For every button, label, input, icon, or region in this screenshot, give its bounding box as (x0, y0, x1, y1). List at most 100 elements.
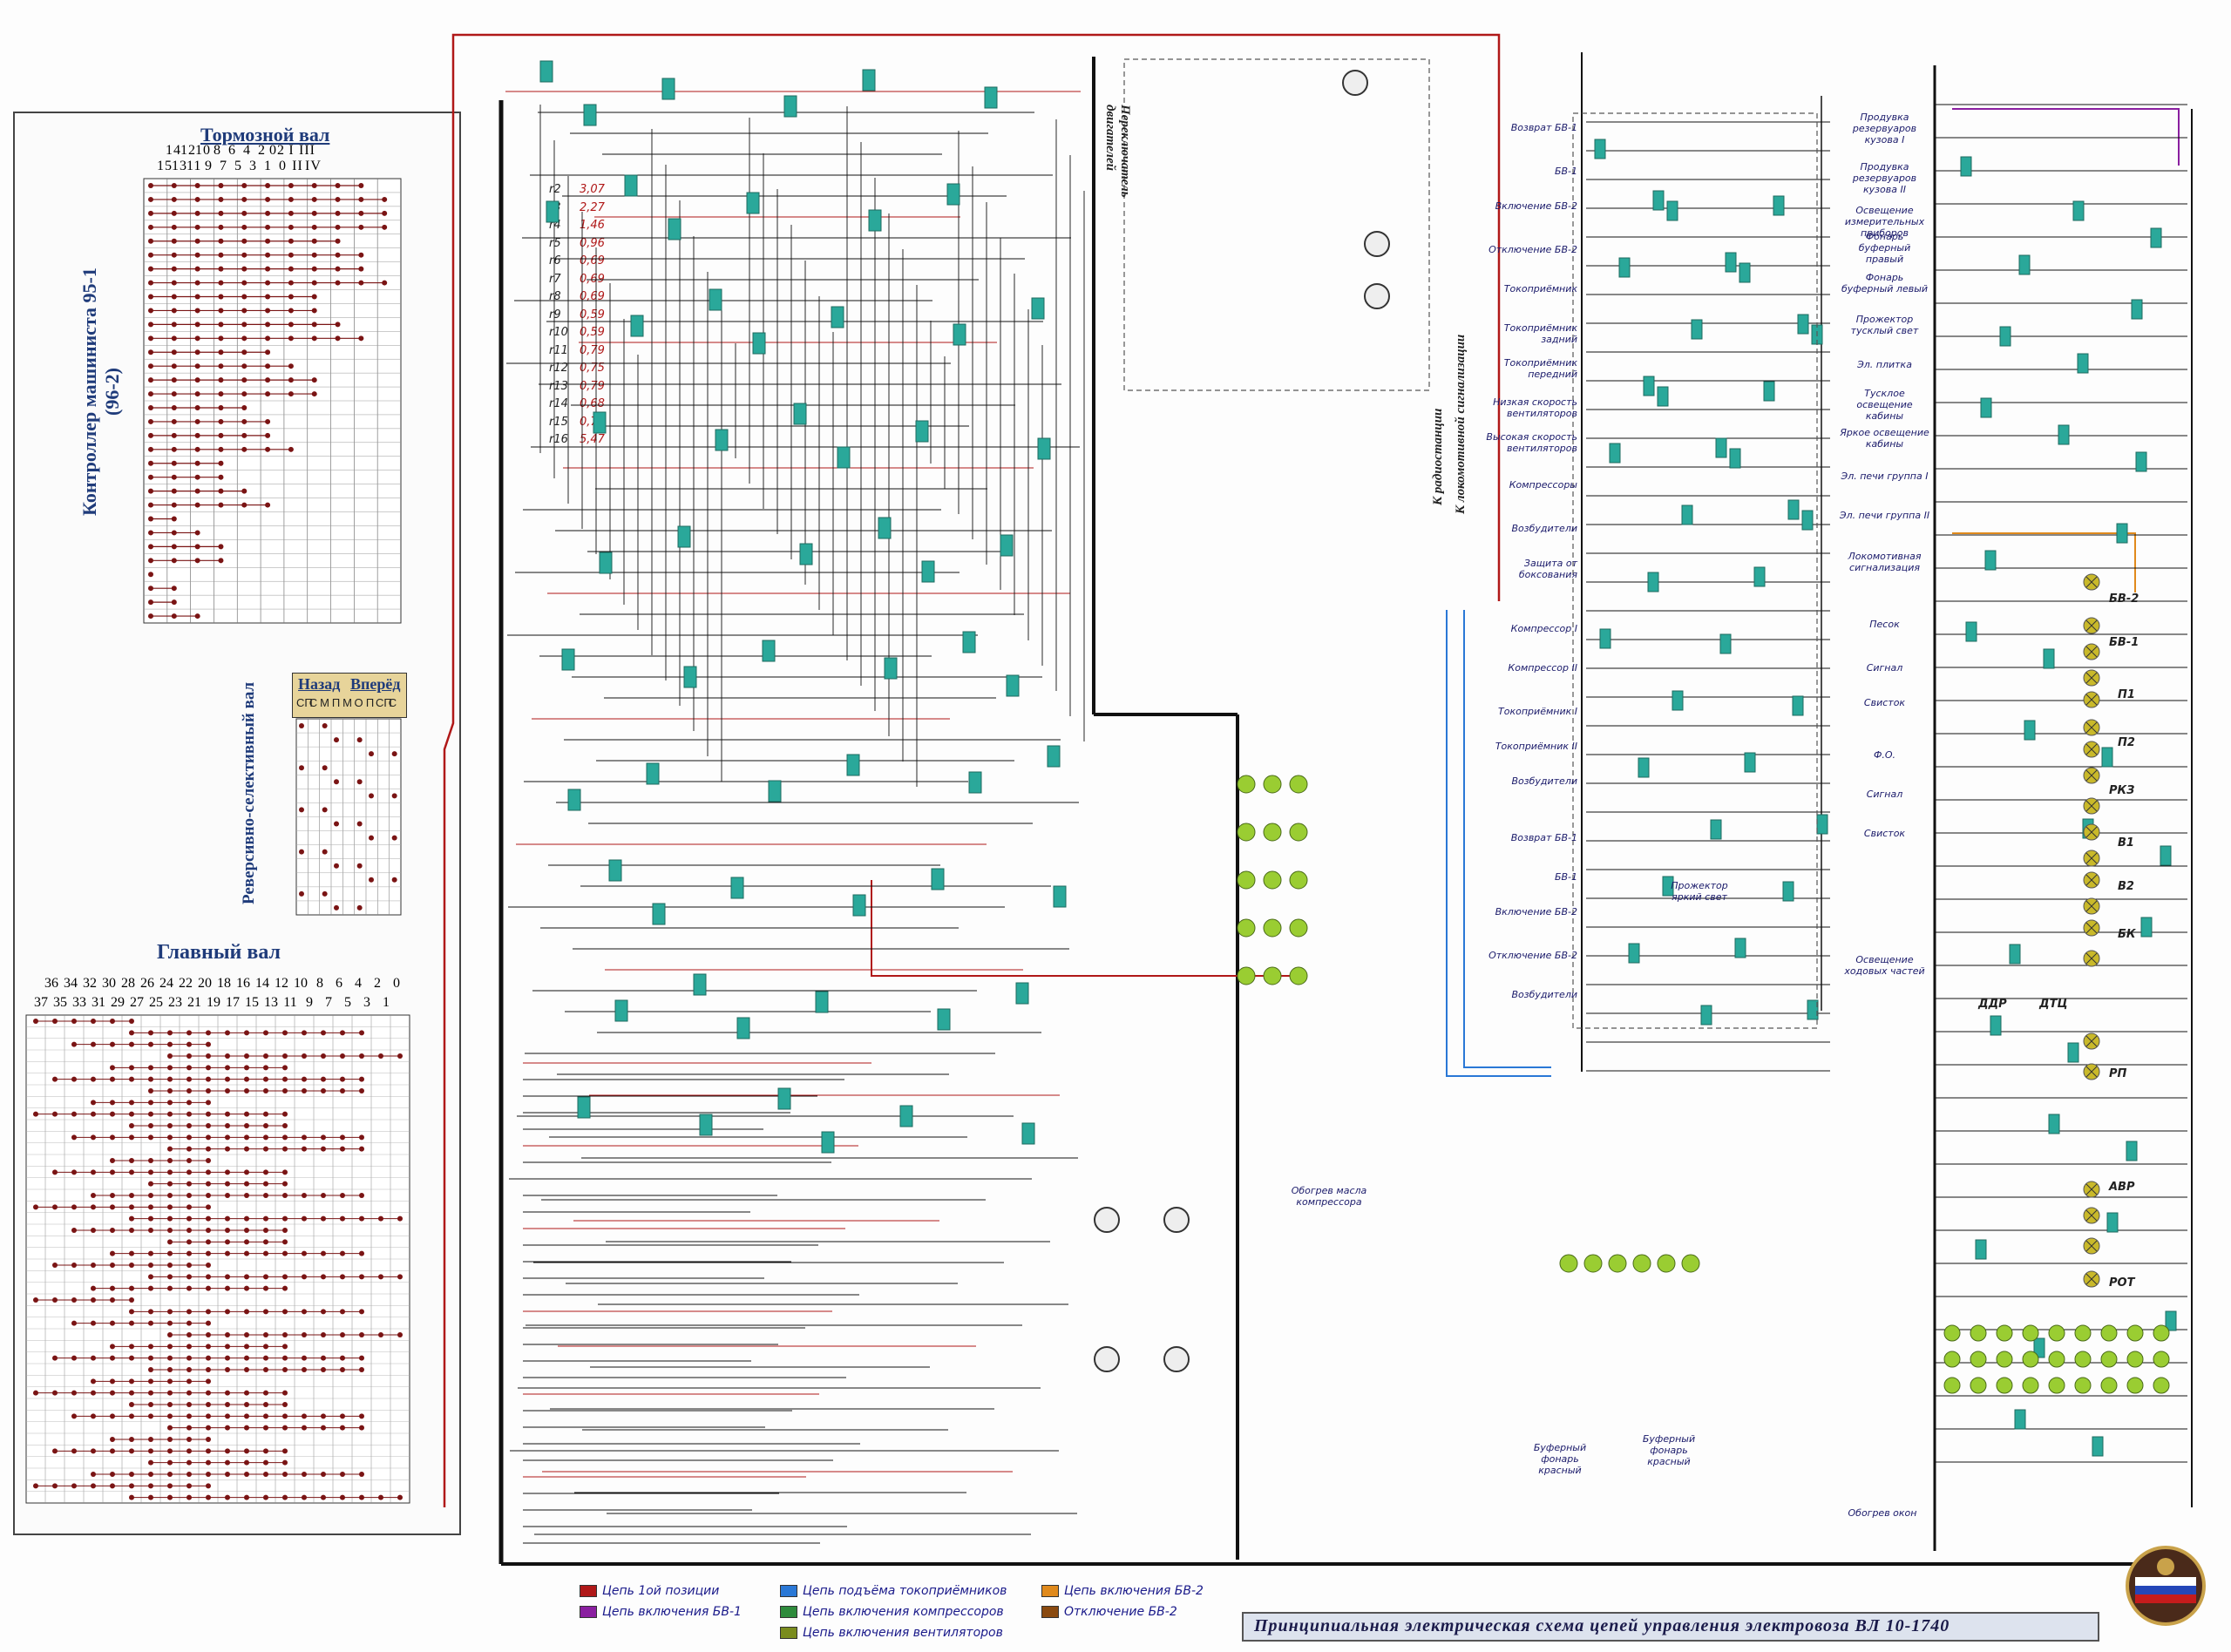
lamp-cross (2085, 800, 2098, 812)
signal-lamp (1996, 1351, 2013, 1368)
radio-label: К радиостанции (1431, 408, 1445, 505)
indicator-label: БК (2118, 928, 2136, 941)
first-position-circuit (443, 33, 1501, 1507)
lamp-cross (2085, 1035, 2098, 1047)
function-label: Отключение БВ-2 (1488, 244, 1577, 255)
indicator-label: РП (2109, 1067, 2127, 1080)
function-label: Защита от боксования (1518, 558, 1577, 580)
function-label: Эл. печи группа II (1839, 510, 1930, 521)
function-label: Тусклое освещение кабины (1856, 388, 1913, 422)
function-label: Освещение измерительных приборов (1844, 205, 1925, 239)
lamp-cross (2085, 952, 2098, 965)
main-position-label: 17 (226, 995, 240, 1010)
relay-coil (2131, 299, 2143, 320)
legend-swatch (780, 1585, 797, 1597)
main-position-label: 4 (355, 976, 362, 991)
brake-position-label: 2 (258, 143, 266, 158)
function-label: Возбудители (1511, 523, 1577, 534)
lamp-cross (2085, 1273, 2098, 1285)
brake-position-label: 12 (180, 143, 196, 158)
main-position-label: 14 (255, 976, 269, 991)
main-position-label: 11 (283, 995, 297, 1010)
resistor-label: r10 (549, 326, 568, 339)
function-label: Возврат БВ-1 (1510, 832, 1577, 843)
indicator-label: В2 (2118, 880, 2134, 893)
right-relay-box (1572, 112, 1818, 1029)
reverser-sub-label: П (331, 696, 341, 709)
signal-lamp (1289, 823, 1308, 842)
function-label: Низкая скорость вентиляторов (1493, 396, 1577, 419)
contact-dot (148, 572, 153, 578)
legend-label: Отключение БВ-2 (1064, 1605, 1177, 1619)
signal-lamp (2126, 1324, 2144, 1342)
lamp-cross (2085, 874, 2098, 886)
motor-symbol (1094, 1346, 1120, 1372)
relay-coil (1666, 200, 1678, 221)
signal-lamp (1263, 966, 1282, 985)
motor-symbol (1342, 70, 1368, 96)
relay-coil (1975, 1239, 1987, 1260)
lamp-cross (2085, 769, 2098, 782)
contact-dot (334, 737, 339, 743)
function-label: Ф.О. (1873, 749, 1896, 761)
signal-lamp (2074, 1351, 2092, 1368)
contact-dot (391, 751, 397, 757)
signal-lamp (1289, 775, 1308, 794)
main-position-label: 15 (245, 995, 259, 1010)
legend-label: Цепь включения БВ-1 (602, 1605, 742, 1619)
brake-position-label: IV (305, 159, 322, 173)
relay-coil (2018, 254, 2031, 275)
contact-dot (356, 904, 363, 911)
function-label: Токоприёмник (1503, 283, 1577, 295)
contact-dot (299, 807, 304, 813)
lamp-cross (2085, 852, 2098, 864)
lamp-cross (2085, 1240, 2098, 1252)
signal-lamp (1583, 1254, 1603, 1273)
relay-coil (752, 332, 766, 355)
relay-coil (677, 525, 691, 548)
diagram-title: Принципиальная электрическая схема цепей… (1254, 1616, 1950, 1635)
brake-position-label: 15 (157, 159, 173, 173)
indicator-label: ДТЦ (2039, 998, 2068, 1011)
function-label: Эл. плитка (1857, 359, 1912, 370)
relay-coil (1816, 814, 1828, 835)
switch-group-box (1123, 58, 1430, 391)
relay-coil (746, 192, 760, 214)
legend-item: Цепь включения компрессоров (780, 1605, 1004, 1619)
function-label: Свисток (1863, 697, 1906, 708)
function-label: Освещение ходовых частей (1844, 954, 1925, 977)
resistor-label: r16 (549, 433, 568, 446)
relay-coil (1792, 695, 1804, 716)
brake-position-label: 6 (228, 143, 236, 158)
relay-coil (946, 183, 960, 206)
reverser-sub-label: С (388, 696, 397, 709)
loco-signal-label: К локомотивной сигнализации (1454, 334, 1468, 514)
relay-coil (1753, 566, 1766, 587)
reverser-back-label: Назад (298, 675, 341, 693)
relay-coil (539, 60, 553, 83)
lamp-cross (2085, 1183, 2098, 1195)
brake-position-label: 3 (249, 159, 257, 173)
relay-coil (2101, 747, 2113, 768)
emblem-icon (2126, 1546, 2206, 1626)
oil-heat-label: Обогрев масла компрессора (1291, 1185, 1367, 1208)
relay-coil (683, 666, 697, 688)
relay-coil (646, 762, 660, 785)
signal-lamp (1237, 870, 1256, 890)
relay-coil (1773, 195, 1785, 216)
function-label: Токоприёмник II (1495, 741, 1577, 752)
relay-coil (878, 517, 892, 539)
function-label: Отключение БВ-2 (1488, 950, 1577, 961)
function-label: Токоприёмник передний (1503, 357, 1577, 380)
relay-coil (715, 429, 729, 451)
function-label: Компрессоры (1509, 479, 1577, 491)
main-position-label: 0 (393, 976, 400, 991)
lamp-cross (2085, 1066, 2098, 1078)
function-label: Компрессор I (1510, 623, 1577, 634)
main-position-label: 29 (111, 995, 125, 1010)
legend-item: Цепь 1ой позиции (580, 1584, 719, 1598)
contact-dot (334, 821, 339, 827)
signal-lamp (1237, 775, 1256, 794)
